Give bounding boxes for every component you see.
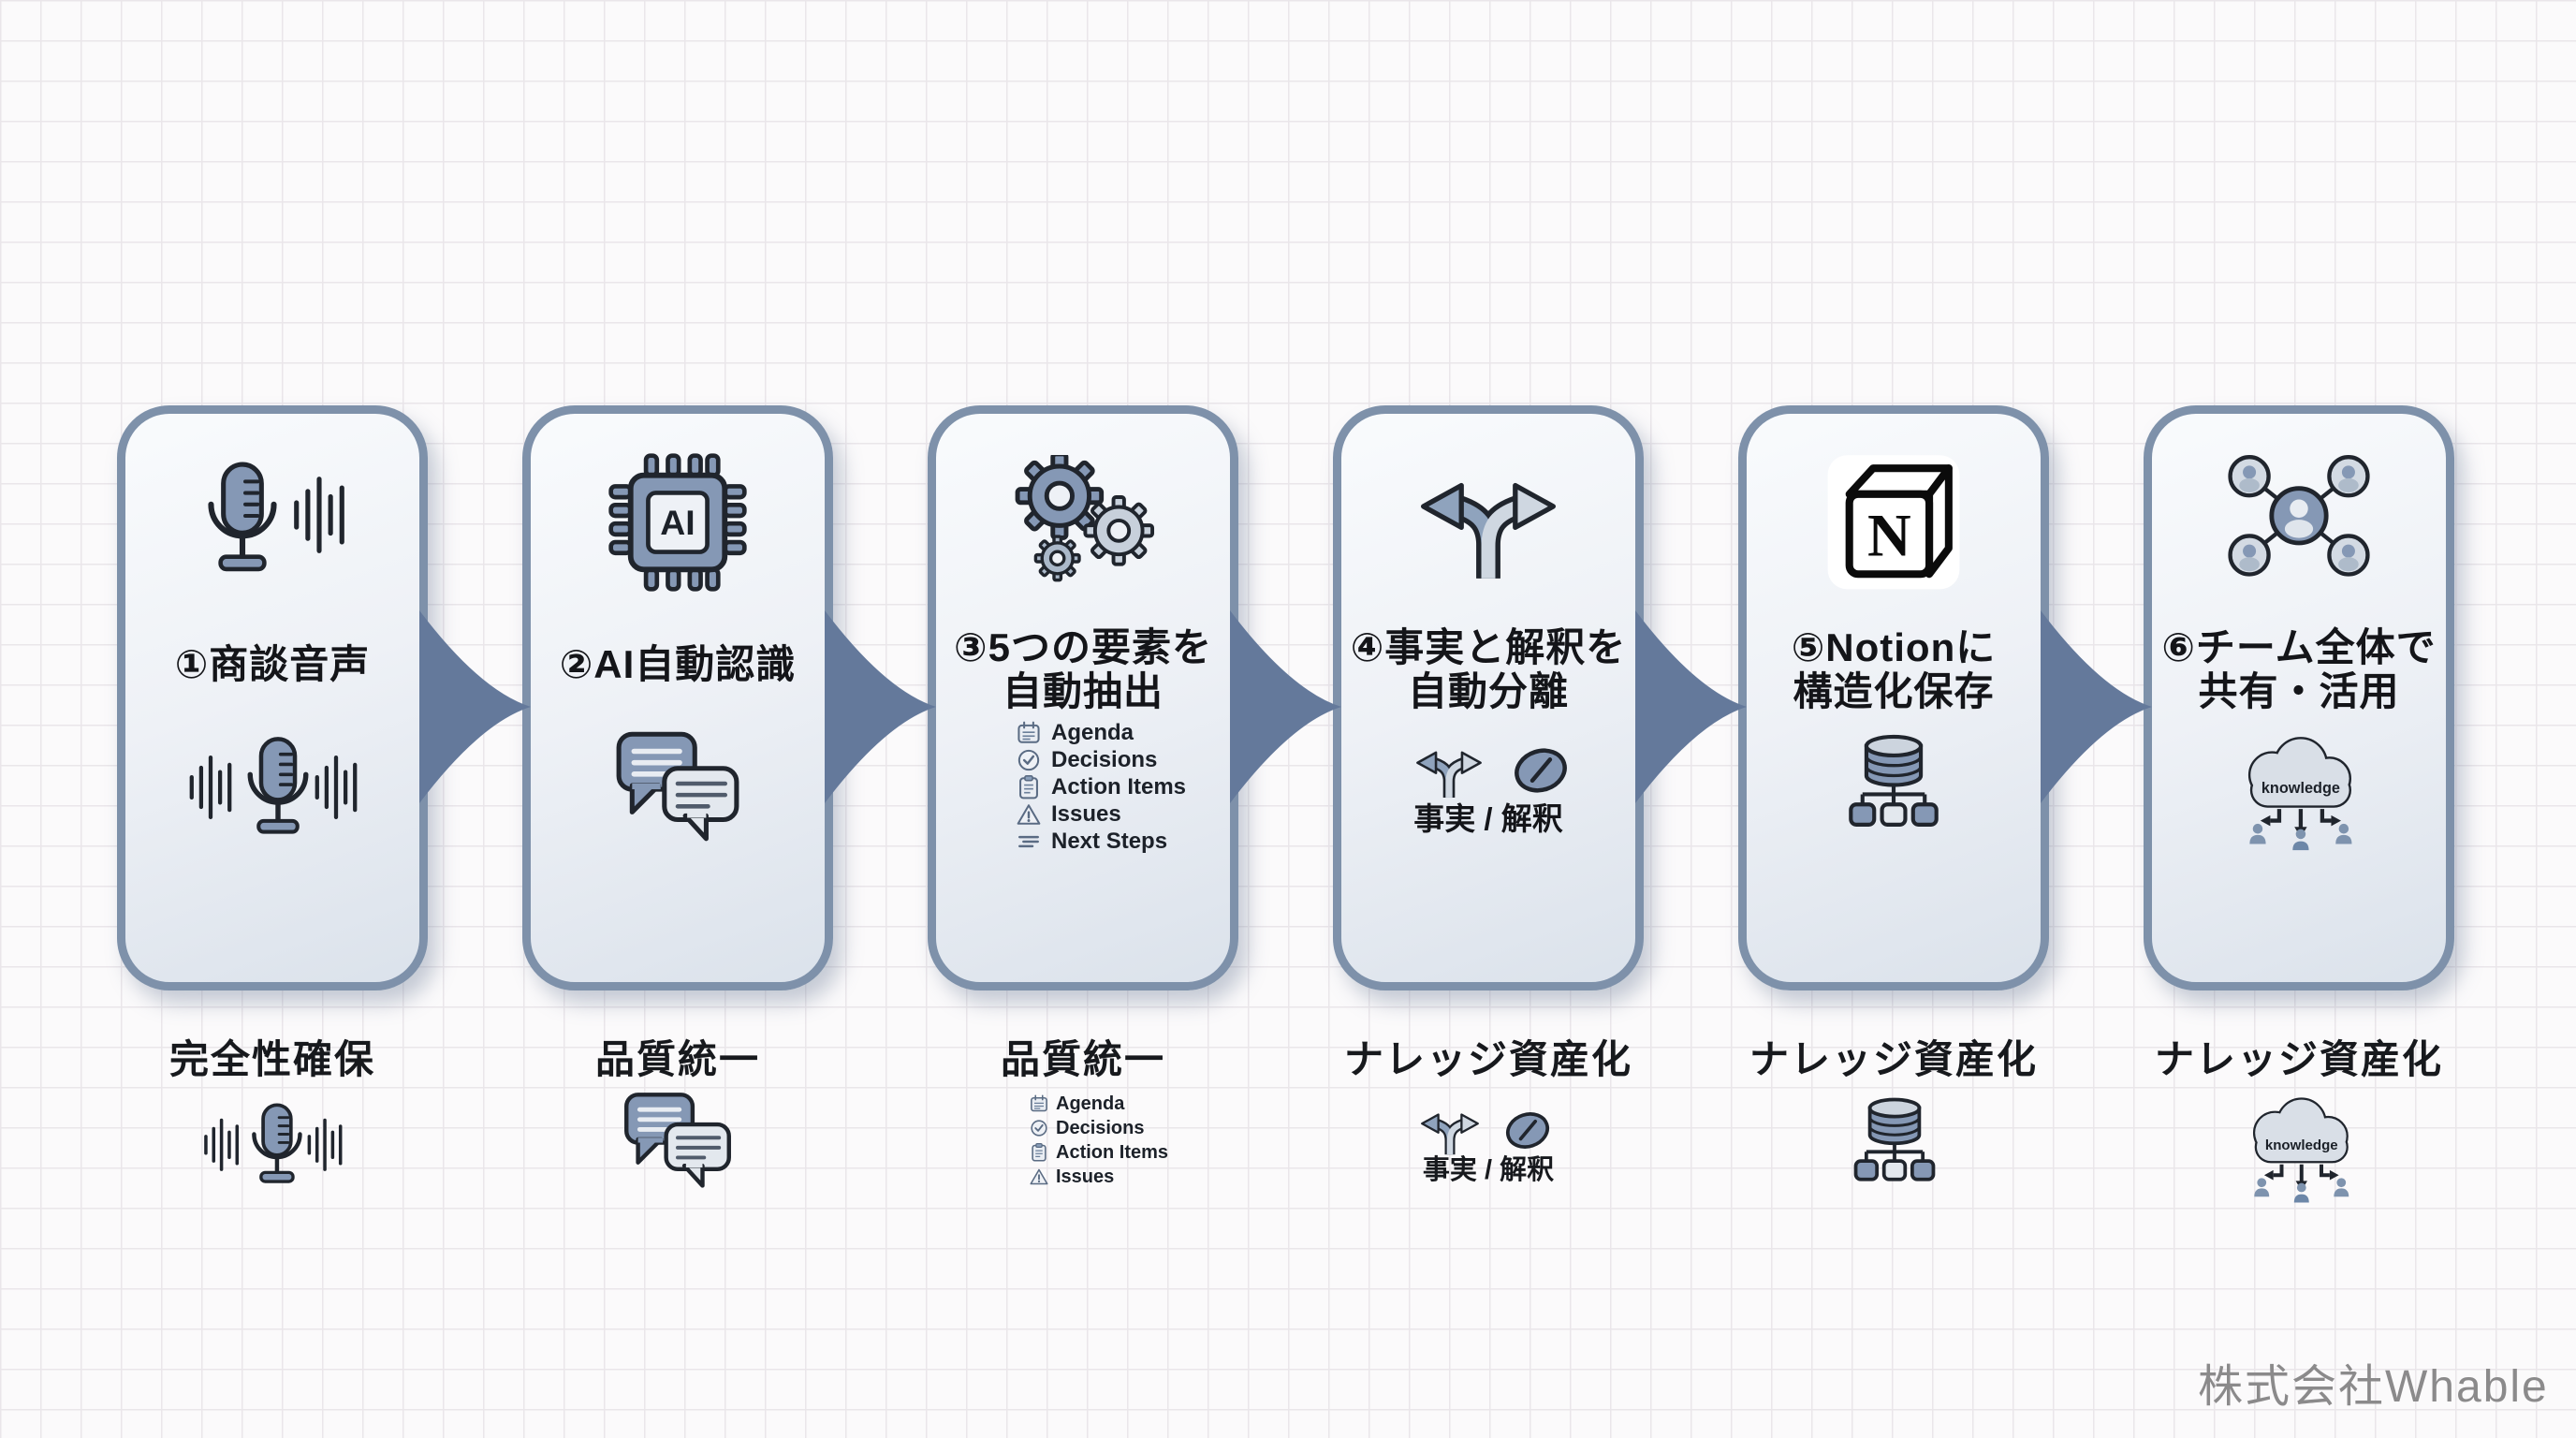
warning-triangle-icon: [1017, 802, 1041, 827]
list-item: Action Items: [1030, 1140, 1168, 1165]
database-tree-icon: [1838, 732, 1949, 833]
microphone-sound-waves-icon: [194, 459, 351, 577]
mini-element-list: Agenda Decisions Action Items Issues: [1030, 1092, 1168, 1189]
slash-circle-icon: [1503, 1109, 1552, 1152]
notion-cube-icon: [1823, 453, 1964, 594]
list-item: Next Steps: [1017, 828, 1186, 855]
benefit-label: 品質統一: [594, 1037, 760, 1081]
step-title: ③5つの要素を 自動抽出: [954, 625, 1212, 714]
ai-chip-icon: [607, 451, 749, 594]
list-lines-icon: [1017, 829, 1041, 854]
check-circle-icon: [1017, 748, 1041, 772]
calendar-icon: [1030, 1094, 1048, 1113]
flow-arrow-icon: [2041, 610, 2152, 803]
flow-arrow-icon: [419, 610, 531, 803]
company-credit: 株式会社Whable: [2198, 1362, 2549, 1412]
step-card-2: ②AI自動認識: [522, 405, 833, 990]
benefit-label: ナレッジ資産化: [1749, 1037, 2038, 1081]
chat-bubbles-icon: [611, 728, 744, 843]
benefit-label: 品質統一: [1000, 1037, 1165, 1081]
people-network-icon: [2223, 451, 2375, 584]
step-title: ⑥チーム全体で 共有・活用: [2161, 625, 2437, 714]
flow-arrow-icon: [825, 610, 936, 803]
check-circle-icon: [1030, 1119, 1048, 1137]
split-arrows-icon: [1406, 741, 1492, 800]
step-title: ④事実と解釈を 自動分離: [1350, 625, 1627, 714]
list-item: Decisions: [1030, 1116, 1168, 1140]
step-card-5: ⑤Notionに 構造化保存: [1738, 405, 2049, 990]
benefit-label: ナレッジ資産化: [1343, 1037, 1632, 1081]
warning-triangle-icon: [1030, 1167, 1048, 1186]
fact-interpretation-caption: 事実 / 解釈: [1422, 1155, 1555, 1185]
element-list: Agenda Decisions Action Items Issues Nex…: [1017, 719, 1186, 855]
calendar-icon: [1017, 721, 1041, 745]
flow-arrow-icon: [1230, 610, 1341, 803]
list-item: Issues: [1030, 1165, 1168, 1189]
flow-arrow-icon: [1635, 610, 1747, 803]
clipboard-icon: [1017, 775, 1041, 800]
slash-circle-icon: [1511, 745, 1571, 796]
step-card-4: ④事実と解釈を 自動分離 事実 / 解釈: [1333, 405, 1644, 990]
list-item: Action Items: [1017, 773, 1186, 800]
step-title: ①商談音声: [174, 642, 371, 686]
list-item: Agenda: [1017, 719, 1186, 746]
step-card-3: ③5つの要素を 自動抽出 Agenda Decisions Action Ite…: [928, 405, 1238, 990]
knowledge-cloud-icon: [2227, 728, 2371, 854]
step-card-6: ⑥チーム全体で 共有・活用: [2144, 405, 2454, 990]
list-item: Agenda: [1030, 1092, 1168, 1116]
clipboard-icon: [1030, 1143, 1048, 1162]
split-arrows-icon: [1413, 462, 1563, 582]
list-item: Issues: [1017, 800, 1186, 828]
microphone-sound-waves-icon: [187, 734, 358, 839]
chat-bubbles-icon: [620, 1090, 736, 1189]
benefit-label: ナレッジ資産化: [2154, 1037, 2443, 1081]
database-tree-icon: [1845, 1095, 1944, 1187]
gears-icon: [1006, 455, 1160, 588]
step-title: ②AI自動認識: [559, 642, 797, 686]
benefit-label: 完全性確保: [168, 1037, 375, 1081]
fact-interpretation-caption: 事実 / 解釈: [1413, 801, 1563, 836]
fact-interpretation-icons: [1406, 741, 1571, 800]
knowledge-cloud-icon: [2231, 1090, 2369, 1206]
step-card-1: ①商談音声: [117, 405, 428, 990]
list-item: Decisions: [1017, 746, 1186, 773]
step-title: ⑤Notionに 構造化保存: [1791, 625, 1997, 714]
microphone-sound-waves-icon: [204, 1095, 343, 1193]
